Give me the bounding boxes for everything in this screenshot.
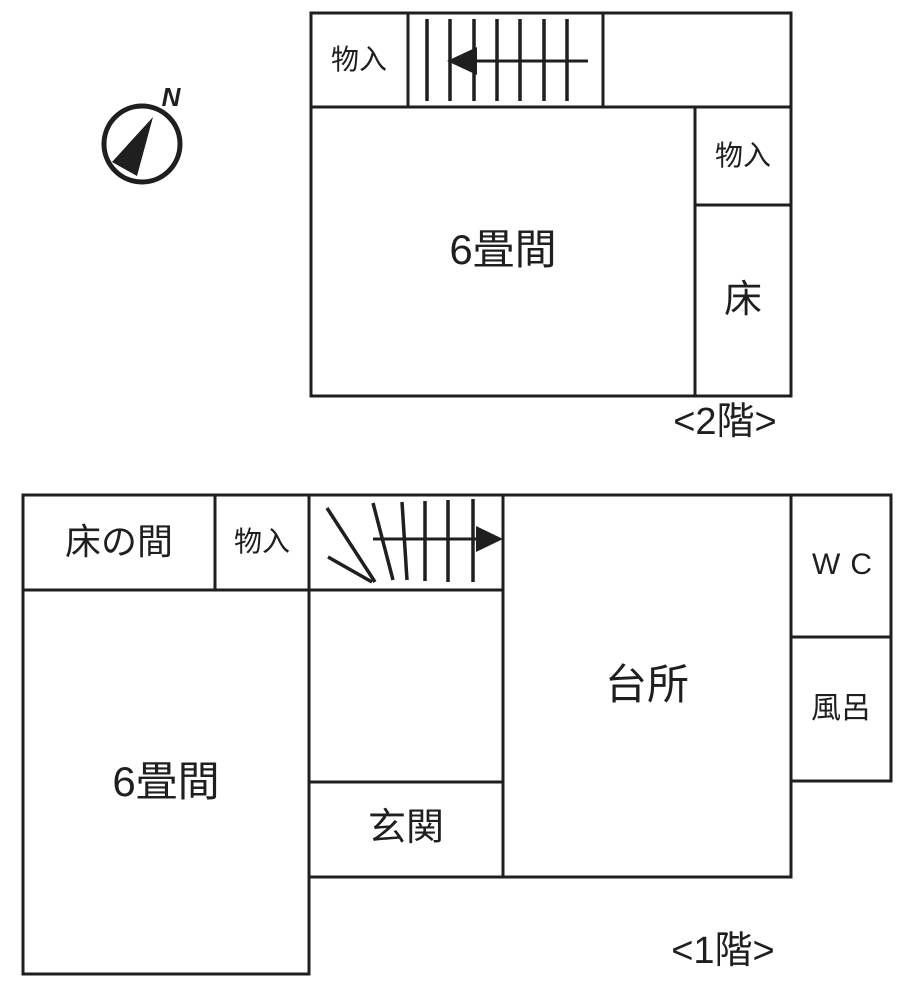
room-label-floor2-storage-right: 物入	[714, 140, 772, 171]
compass-north-label: N	[162, 82, 182, 112]
compass-icon: N	[101, 82, 183, 185]
room-label-floor1-bath: 風呂	[811, 692, 871, 725]
floor2-walls	[309, 11, 793, 398]
room-label-floor1-entrance: 玄関	[367, 807, 445, 849]
room-label-floor2-storage-top: 物入	[330, 44, 388, 75]
stair-step	[371, 502, 395, 581]
compass-needle	[112, 117, 153, 176]
stair-arrow-head-right	[476, 526, 503, 552]
floor2-caption: <2階>	[673, 401, 777, 443]
floor1-stairs-icon	[325, 499, 503, 584]
compass-circle	[101, 103, 183, 185]
stair-step	[325, 507, 377, 583]
stair-step	[400, 501, 409, 581]
stair-step	[327, 555, 373, 584]
room-label-floor1-storage: 物入	[233, 526, 291, 557]
room-label-floor1-wc: WC	[812, 548, 882, 581]
stair-arrow-head-left	[447, 47, 477, 75]
floor1-outline	[21, 493, 893, 976]
floor1-caption: <1階>	[671, 930, 775, 972]
room-label-floor1-kitchen: 台所	[604, 661, 690, 708]
room-label-floor2-toko: 床	[723, 279, 763, 321]
room-label-floor1-tatami6: 6畳間	[112, 758, 220, 805]
floor2-stairs-icon	[425, 19, 588, 101]
room-label-floor2-tatami6: 6畳間	[449, 226, 557, 273]
room-label-floor1-tokonoma: 床の間	[64, 521, 174, 562]
floor1-walls	[21, 493, 893, 976]
